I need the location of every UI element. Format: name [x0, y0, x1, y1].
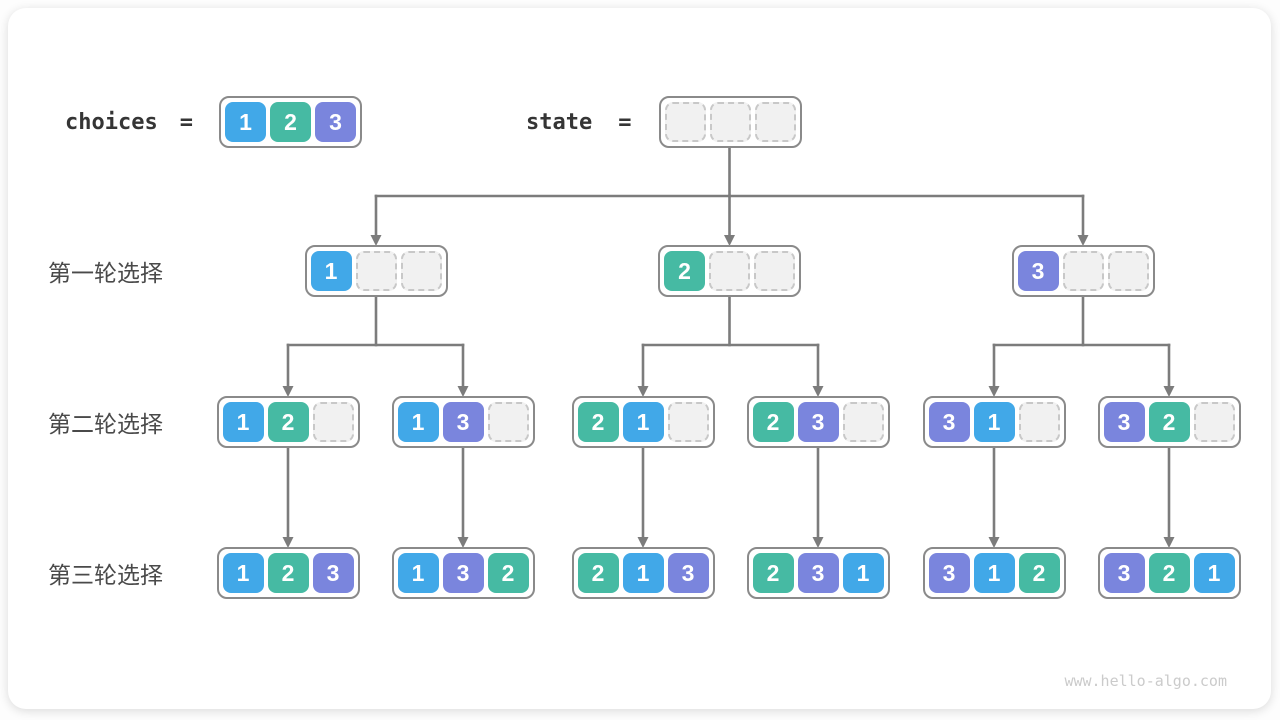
value-cell: 1 — [310, 251, 352, 291]
value-cell: 2 — [1148, 553, 1190, 593]
value-cell: 3 — [312, 553, 354, 593]
empty-slot-cell — [1062, 251, 1104, 291]
value-cell: 3 — [797, 553, 839, 593]
empty-slot-cell — [710, 102, 752, 142]
row-label-round-2: 第二轮选择 — [48, 411, 163, 437]
value-cell: 3 — [667, 553, 709, 593]
value-cell: 3 — [928, 402, 970, 442]
value-cell: 1 — [1193, 553, 1235, 593]
value-cell: 1 — [397, 402, 439, 442]
row-label-round-3: 第三轮选择 — [48, 562, 163, 588]
value-cell: 2 — [267, 402, 309, 442]
empty-slot-cell — [1193, 402, 1235, 442]
watermark: www.hello-algo.com — [1064, 672, 1227, 690]
value-cell: 1 — [222, 402, 264, 442]
empty-slot-cell — [355, 251, 397, 291]
value-cell: 1 — [224, 102, 266, 142]
value-cell: 1 — [973, 553, 1015, 593]
state-box — [659, 96, 803, 148]
empty-slot-cell — [1018, 402, 1060, 442]
value-cell: 3 — [1017, 251, 1059, 291]
value-cell: 1 — [397, 553, 439, 593]
value-cell: 1 — [842, 553, 884, 593]
value-cell: 2 — [267, 553, 309, 593]
value-cell: 3 — [797, 402, 839, 442]
empty-slot-cell — [754, 251, 795, 291]
choices-equals-sign: = — [179, 109, 193, 135]
value-cell: 2 — [664, 251, 705, 291]
state-equals-sign: = — [618, 109, 632, 135]
value-cell: 3 — [928, 553, 970, 593]
value-cell: 2 — [577, 402, 619, 442]
choices-label: choices — [65, 109, 158, 135]
value-cell: 3 — [314, 102, 356, 142]
tree-node: 1 — [304, 245, 448, 297]
value-cell: 2 — [487, 553, 529, 593]
empty-slot-cell — [667, 402, 709, 442]
value-cell: 2 — [269, 102, 311, 142]
empty-slot-cell — [665, 102, 707, 142]
value-cell: 2 — [577, 553, 619, 593]
empty-slot-cell — [312, 402, 354, 442]
state-group: state = — [526, 96, 803, 148]
value-cell: 1 — [973, 402, 1015, 442]
value-cell: 2 — [752, 553, 794, 593]
value-cell: 3 — [1103, 553, 1145, 593]
state-label: state — [526, 109, 593, 135]
empty-slot-cell — [1107, 251, 1149, 291]
empty-slot-cell — [709, 251, 750, 291]
value-cell: 3 — [442, 402, 484, 442]
value-cell: 1 — [622, 402, 664, 442]
value-cell: 2 — [752, 402, 794, 442]
value-cell: 2 — [1148, 402, 1190, 442]
tree-node: 2 — [658, 245, 801, 297]
value-cell: 3 — [1103, 402, 1145, 442]
empty-slot-cell — [400, 251, 442, 291]
empty-slot-cell — [842, 402, 884, 442]
value-cell: 1 — [622, 553, 664, 593]
empty-slot-cell — [487, 402, 529, 442]
value-cell: 3 — [442, 553, 484, 593]
row-label-round-1: 第一轮选择 — [48, 260, 163, 286]
value-cell: 2 — [1018, 553, 1060, 593]
value-cell: 1 — [222, 553, 264, 593]
state-box-slot — [659, 96, 803, 148]
empty-slot-cell — [755, 102, 797, 142]
tree-node: 3 — [1011, 245, 1155, 297]
